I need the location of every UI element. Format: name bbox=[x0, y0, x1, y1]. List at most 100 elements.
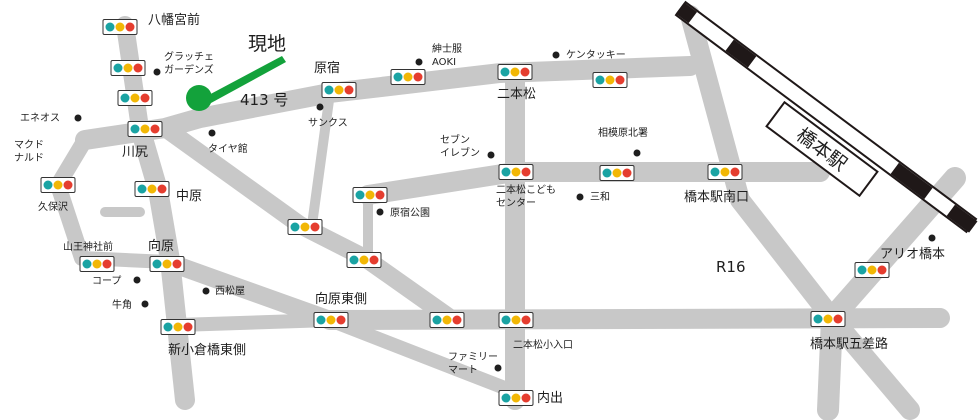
railway-dash bbox=[725, 39, 757, 68]
traffic-signal bbox=[592, 72, 628, 88]
signal-lamp bbox=[710, 167, 720, 177]
mukaihara-intersection-label: 向原 bbox=[148, 238, 174, 254]
r16-label: R16 bbox=[716, 258, 746, 276]
signal-lamp bbox=[413, 72, 423, 82]
signal-lamp bbox=[833, 314, 843, 324]
signal-lamp bbox=[500, 67, 510, 77]
signal-lamp bbox=[521, 315, 531, 325]
family-mart-landmark-label: ファミリーマート bbox=[448, 352, 498, 376]
traffic-signal bbox=[390, 69, 426, 85]
traffic-signal bbox=[498, 164, 534, 180]
signal-lamp bbox=[326, 315, 336, 325]
traffic-signals bbox=[40, 19, 890, 406]
map-labels: 八幡宮前原宿二本松川尻久保沢中原山王神社前向原二本松こどもセンター橋本駅南口向原… bbox=[14, 12, 945, 406]
sanwa-landmark-label: 三和 bbox=[590, 191, 610, 203]
sunkus-landmark-label: サンクス bbox=[308, 117, 348, 129]
signal-lamp bbox=[316, 315, 326, 325]
traffic-signal bbox=[854, 262, 890, 278]
coop-dot bbox=[133, 276, 141, 284]
signal-lamp bbox=[501, 393, 511, 403]
traffic-signal bbox=[498, 312, 534, 328]
gyukaku-dot bbox=[141, 300, 149, 308]
signal-lamp bbox=[150, 124, 160, 134]
kubosawa-intersection-label: 久保沢 bbox=[38, 200, 68, 213]
kentucky-dot bbox=[552, 51, 560, 59]
signal-lamp bbox=[53, 180, 63, 190]
signal-lamp bbox=[720, 167, 730, 177]
traffic-signal bbox=[149, 256, 185, 272]
signal-lamp bbox=[163, 322, 173, 332]
traffic-signal bbox=[429, 312, 465, 328]
gosaro-se bbox=[822, 308, 920, 420]
eneos-dot bbox=[74, 114, 82, 122]
site-pointer bbox=[205, 56, 286, 103]
harajuku-connector bbox=[307, 88, 335, 230]
mukaihara-higashigawa-intersection-label: 向原東側 bbox=[315, 291, 367, 307]
site-label: 現地 bbox=[248, 33, 286, 55]
signal-lamp bbox=[622, 168, 632, 178]
shinshifuku-aoki-dot bbox=[415, 58, 423, 66]
signal-lamp bbox=[452, 315, 462, 325]
sanwa-dot bbox=[576, 193, 584, 201]
signal-lamp bbox=[501, 315, 511, 325]
landmark-dots bbox=[74, 51, 936, 372]
signal-lamp bbox=[102, 259, 112, 269]
signal-lamp bbox=[115, 22, 125, 32]
r16-road bbox=[680, 5, 842, 328]
signal-lamp bbox=[612, 168, 622, 178]
signal-lamp bbox=[375, 190, 385, 200]
signal-lamp bbox=[157, 184, 167, 194]
hachimangu-road bbox=[116, 16, 149, 137]
traffic-signal bbox=[810, 311, 846, 327]
traffic-signal bbox=[352, 187, 388, 203]
gyukaku-landmark-label: 牛角 bbox=[112, 298, 132, 311]
railway-body bbox=[674, 0, 978, 234]
signal-lamp bbox=[857, 265, 867, 275]
signal-lamp bbox=[867, 265, 877, 275]
tire-kan-dot bbox=[208, 129, 216, 137]
mukaihara-road bbox=[159, 253, 339, 329]
signal-lamp bbox=[137, 184, 147, 194]
site-marker: 現地 bbox=[186, 33, 286, 111]
site-circle bbox=[186, 85, 212, 111]
harajuku-park-landmark-label: 原宿公園 bbox=[390, 206, 430, 219]
signal-lamp bbox=[813, 314, 823, 324]
kentucky-landmark-label: ケンタッキー bbox=[566, 49, 626, 61]
seven-eleven-landmark-label: セブンイレブン bbox=[440, 133, 480, 159]
sagamihara-kita-police-landmark-label: 相模原北署 bbox=[598, 126, 648, 139]
signal-lamp bbox=[595, 75, 605, 85]
hachimangu-mae-intersection-label: 八幡宮前 bbox=[148, 12, 200, 28]
railway-dash bbox=[675, 2, 698, 24]
mcdonalds-landmark-label: マクドナルド bbox=[14, 139, 44, 164]
traffic-signal bbox=[79, 256, 115, 272]
signal-lamp bbox=[501, 167, 511, 177]
route-413-label: 413 号 bbox=[240, 91, 288, 109]
traffic-signal bbox=[102, 19, 138, 35]
traffic-signal bbox=[346, 252, 382, 268]
signal-lamp bbox=[355, 190, 365, 200]
nihonmatsu-kodomo-center-intersection-label: 二本松こどもセンター bbox=[496, 183, 556, 209]
kubosawa-road bbox=[50, 132, 93, 266]
signal-lamp bbox=[521, 167, 531, 177]
signal-lamp bbox=[432, 315, 442, 325]
traffic-signal bbox=[498, 390, 534, 406]
traffic-signal bbox=[321, 82, 357, 98]
signal-lamp bbox=[183, 322, 193, 332]
harajuku-intersection-label: 原宿 bbox=[314, 60, 340, 76]
signal-lamp bbox=[162, 259, 172, 269]
signal-lamp bbox=[140, 93, 150, 103]
coop-landmark-label: コープ bbox=[92, 275, 121, 287]
ario-hashimoto-landmark-label: アリオ橋本 bbox=[880, 247, 945, 262]
signal-lamp bbox=[344, 85, 354, 95]
traffic-signal bbox=[117, 90, 153, 106]
nihonmatsu-intersection-label: 二本松 bbox=[497, 87, 536, 102]
signal-lamp bbox=[369, 255, 379, 265]
signal-lamp bbox=[123, 63, 133, 73]
signal-lamp bbox=[324, 85, 334, 95]
signal-lamp bbox=[359, 255, 369, 265]
nishi-diagonal bbox=[156, 119, 459, 327]
signal-lamp bbox=[130, 124, 140, 134]
signal-lamp bbox=[334, 85, 344, 95]
signal-lamp bbox=[365, 190, 375, 200]
